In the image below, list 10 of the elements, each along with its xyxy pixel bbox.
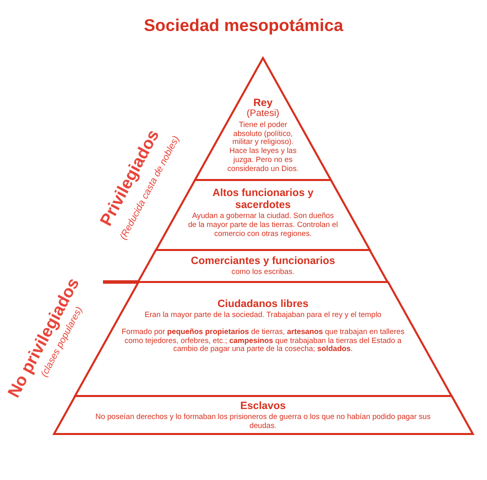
tier-subtitle: (Patesi): [246, 109, 280, 120]
tier-heading: Esclavos: [239, 400, 287, 412]
tier-heading: Rey: [252, 97, 274, 109]
pyramid-tier: [156, 180, 370, 250]
tier-heading: Comerciantes y funcionarios: [190, 255, 336, 268]
pyramid-tier: [54, 396, 472, 434]
tier-heading: Ciudadanos libres: [216, 298, 310, 310]
tier-heading: Altos funcionarios y sacerdotes: [212, 187, 314, 212]
pyramid-tier: [195, 58, 331, 180]
diagram-title: Sociedad mesopotámica: [142, 16, 344, 36]
